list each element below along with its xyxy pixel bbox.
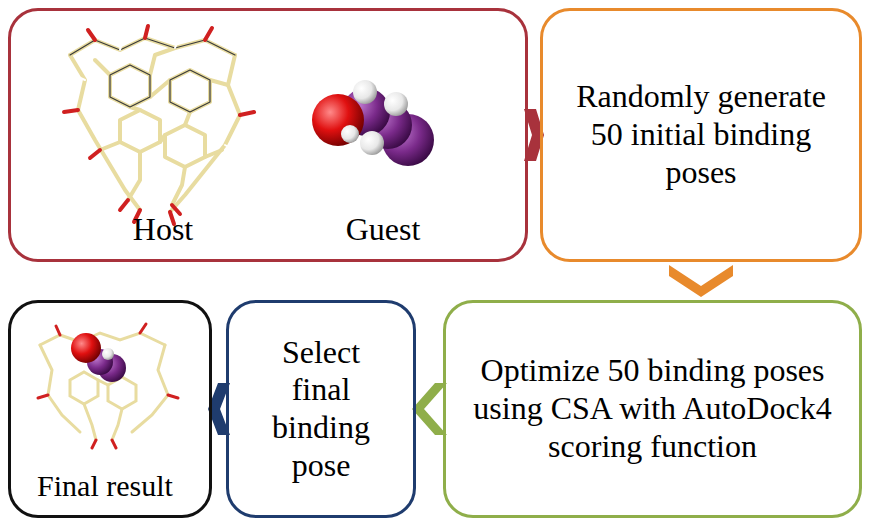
- bound-guest: [71, 333, 126, 382]
- node-label: Host: [133, 211, 193, 249]
- node-label: Guest: [346, 211, 421, 249]
- process-box: Optimize 50 binding poses using CSA with…: [443, 300, 862, 518]
- process-box: Select final binding pose: [226, 300, 416, 518]
- result-box: Final result: [8, 300, 212, 518]
- input-panel: Host Guest: [8, 8, 528, 262]
- node-label: Final result: [37, 468, 173, 503]
- box-text: Randomly generate 50 initial binding pos…: [566, 78, 836, 191]
- chevron-arrow: [412, 383, 447, 435]
- chevron-arrow: [669, 265, 733, 297]
- host-molecule: [64, 26, 254, 224]
- process-box: Randomly generate 50 initial binding pos…: [540, 8, 862, 262]
- guest-molecule: [312, 80, 434, 166]
- complex-illustration: [38, 324, 178, 448]
- box-text: Select final binding pose: [251, 334, 391, 485]
- box-text: Optimize 50 binding poses using CSA with…: [473, 352, 833, 465]
